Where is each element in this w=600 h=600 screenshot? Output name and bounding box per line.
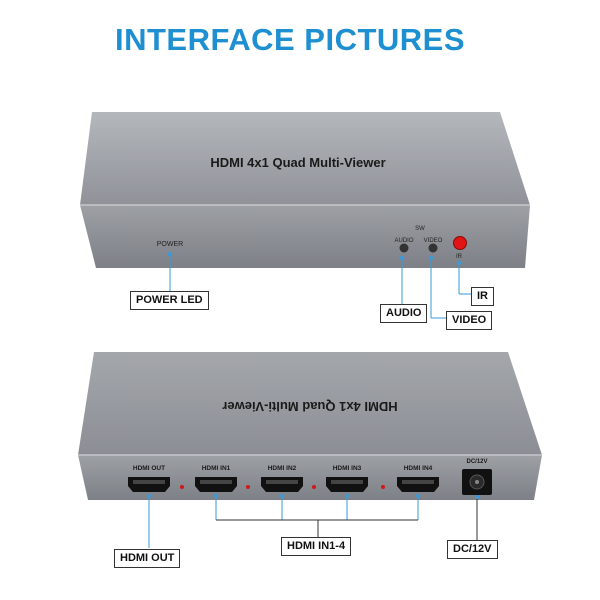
callout-hdmi-out: HDMI OUT xyxy=(114,549,181,568)
hdmi-in4-port[interactable] xyxy=(397,477,439,492)
callout-audio: AUDIO xyxy=(380,304,428,323)
port-label-hdmi-in3: HDMI IN3 xyxy=(333,465,362,472)
callout-ir: IR xyxy=(471,287,494,306)
ir-receiver-led xyxy=(453,236,467,250)
port-label-hdmi-in1: HDMI IN1 xyxy=(202,465,231,472)
back-product-name-mirrored: HDMI 4x1 Quad Multi-Viewer xyxy=(222,399,397,414)
page-title: INTERFACE PICTURES xyxy=(114,22,466,57)
front-device-top xyxy=(80,112,530,205)
port-label-hdmi-in2: HDMI IN2 xyxy=(268,465,297,472)
sw-label: SW xyxy=(415,226,425,232)
port-label-hdmi-in4: HDMI IN4 xyxy=(404,465,433,472)
front-device: HDMI 4x1 Quad Multi-Viewer POWER SW AUDI… xyxy=(80,112,530,319)
callout-power-led: POWER LED xyxy=(130,291,209,310)
back-device-top xyxy=(78,352,542,455)
audio-switch-button[interactable] xyxy=(399,243,409,253)
callout-video: VIDEO xyxy=(446,311,493,330)
hdmi-in1-port[interactable] xyxy=(195,477,237,492)
port-label-dc: DC/12V xyxy=(466,459,487,465)
port-label-hdmi-out: HDMI OUT xyxy=(133,465,165,472)
dc-power-jack[interactable] xyxy=(462,469,492,495)
video-switch-button[interactable] xyxy=(428,243,438,253)
front-device-panel xyxy=(80,205,530,268)
power-label: POWER xyxy=(157,241,183,248)
status-led xyxy=(180,485,184,489)
status-led xyxy=(312,485,316,489)
front-product-name: HDMI 4x1 Quad Multi-Viewer xyxy=(210,155,385,170)
audio-label: AUDIO xyxy=(394,238,413,244)
callout-hdmi-in: HDMI IN1-4 xyxy=(281,537,352,556)
back-device: HDMI 4x1 Quad Multi-Viewer HDMI OUT HDMI… xyxy=(78,352,542,548)
front-leader-lines xyxy=(169,254,472,319)
power-led xyxy=(167,251,173,257)
hdmi-out-port[interactable] xyxy=(128,477,170,492)
status-led xyxy=(246,485,250,489)
hdmi-in2-port[interactable] xyxy=(261,477,303,492)
video-label: VIDEO xyxy=(424,238,443,244)
hdmi-in-bracket xyxy=(216,497,478,540)
ir-label: IR xyxy=(456,254,463,260)
hdmi-in3-port[interactable] xyxy=(326,477,368,492)
callout-dc: DC/12V xyxy=(447,540,498,559)
status-led xyxy=(381,485,385,489)
back-leader-lines xyxy=(148,496,419,548)
